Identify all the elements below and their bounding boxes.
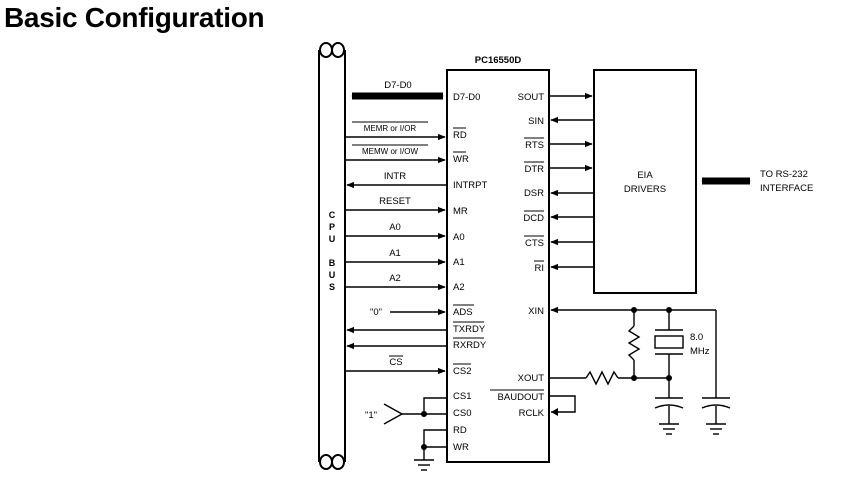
eia-label: DRIVERS: [624, 184, 666, 195]
bus-signal-label: "1": [365, 410, 377, 421]
bus-letter: C: [329, 210, 336, 220]
bus-letter: U: [329, 234, 336, 244]
pin-label: A2: [453, 282, 465, 293]
pin-label: CS2: [453, 366, 471, 377]
crystal-label: 8.0: [690, 332, 703, 343]
uart-chip: [446, 69, 550, 463]
rs232-label: TO RS-232: [760, 169, 808, 180]
pin-label: D7-D0: [453, 92, 480, 103]
cpu-bus: [318, 42, 346, 470]
pin-label: INTRPT: [453, 180, 488, 191]
pin-label: XIN: [528, 306, 544, 317]
chip-name: PC16550D: [475, 55, 522, 66]
pin-label: RCLK: [519, 408, 545, 419]
page-title: Basic Configuration: [4, 2, 265, 33]
pin-label: CS0: [453, 408, 471, 419]
rs232-label: INTERFACE: [760, 183, 813, 194]
pin-label: RTS: [525, 140, 544, 151]
oscillator-circuit: [549, 306, 731, 435]
eia-drivers-box: [593, 69, 697, 294]
bus-signal-label: MEMR or I/OR: [364, 124, 417, 133]
bus-signal-label: RESET: [379, 196, 411, 207]
pin-label: XOUT: [518, 373, 545, 384]
pin-label: DCD: [523, 213, 544, 224]
bus-signal-label: D7-D0: [384, 80, 411, 91]
pin-label: CS1: [453, 391, 471, 402]
pin-label: DTR: [524, 164, 544, 175]
bus-letter: S: [329, 282, 335, 292]
pin-label: ADS: [453, 307, 473, 318]
pin-label: WR: [453, 442, 469, 453]
pin-label: RD: [453, 425, 467, 436]
bus-signal-label: A0: [389, 222, 401, 233]
junction-dot: [421, 444, 427, 450]
bus-signal-label: INTR: [384, 171, 406, 182]
pin-label: CTS: [525, 238, 544, 249]
pin-label: A1: [453, 257, 465, 268]
junction-dot: [666, 375, 672, 381]
pin-label: WR: [453, 154, 469, 165]
pin-label: RXRDY: [453, 340, 487, 351]
junction-dot: [631, 375, 637, 381]
junction-dot: [631, 307, 637, 313]
bus-signal-label: "0": [370, 307, 382, 318]
bus-signal-label: CS: [389, 357, 402, 368]
pin-label: RI: [535, 263, 545, 274]
pin-label: DSR: [524, 188, 544, 199]
junction-dot: [666, 307, 672, 313]
pin-label: SOUT: [518, 92, 545, 103]
pin-label: TXRDY: [453, 324, 486, 335]
crystal-label: MHz: [690, 346, 710, 357]
bus-signal-label: A1: [389, 248, 401, 259]
pin-label: RD: [453, 130, 467, 141]
pin-label: MR: [453, 206, 468, 217]
pin-label: BAUDOUT: [498, 392, 545, 403]
junction-dot: [421, 411, 427, 417]
bus-signal-label: MEMW or I/OW: [362, 147, 418, 156]
pin-label: A0: [453, 232, 465, 243]
bus-letter: U: [329, 270, 336, 280]
bus-letter: P: [329, 222, 335, 232]
pin-label: SIN: [528, 116, 544, 127]
bus-signal-label: A2: [389, 273, 401, 284]
bus-letter: B: [329, 258, 336, 268]
eia-label: EIA: [637, 170, 653, 181]
